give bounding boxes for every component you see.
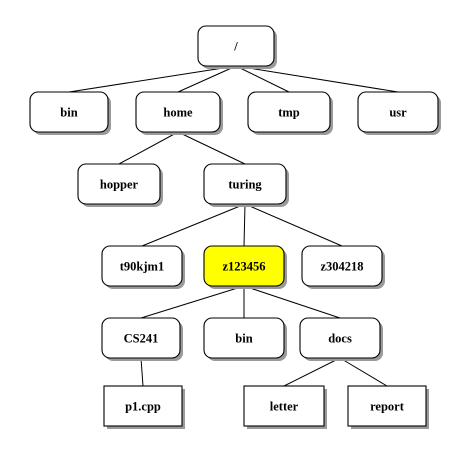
edge-z123456-to-docs — [243, 285, 341, 319]
node-box — [243, 385, 325, 427]
edge-turing-to-z123456 — [243, 203, 246, 247]
node-z304218: z304218 — [301, 245, 385, 289]
node-box — [357, 91, 439, 133]
node-letter: letter — [243, 385, 327, 429]
node-box — [301, 245, 383, 287]
node-t90kjm1: t90kjm1 — [101, 245, 185, 289]
node-hopper: hopper — [77, 163, 163, 207]
node-bin: bin — [29, 91, 111, 135]
node-box — [203, 163, 287, 205]
edge-z123456-to-cs241 — [140, 285, 245, 319]
node-box — [101, 245, 183, 287]
node-label: p1.cpp — [125, 400, 161, 414]
node-box — [101, 317, 181, 359]
node-box — [77, 163, 161, 205]
node-label: usr — [389, 106, 407, 120]
edge-turing-to-t90kjm1 — [141, 203, 246, 247]
tree-edges — [68, 65, 399, 387]
node-bin2: bin — [203, 317, 287, 361]
node-label: turing — [228, 178, 262, 192]
node-root: / — [197, 25, 277, 69]
edge-root-to-usr — [235, 65, 399, 93]
edge-home-to-hopper — [118, 131, 179, 165]
node-label: hopper — [100, 178, 139, 192]
tree-nodes: / bin home tmp usr hopper turing t90kjm1 z123456… — [29, 25, 441, 429]
node-label: bin — [60, 106, 77, 120]
node-label: z304218 — [320, 260, 363, 274]
edge-docs-to-report — [339, 357, 388, 387]
edge-root-to-tmp — [235, 65, 290, 93]
edge-docs-to-letter — [283, 357, 341, 387]
node-home: home — [135, 91, 223, 135]
node-label: tmp — [278, 106, 300, 120]
node-label: t90kjm1 — [120, 260, 164, 274]
node-tmp: tmp — [247, 91, 333, 135]
node-label: CS241 — [124, 332, 159, 346]
node-label: z123456 — [222, 260, 265, 274]
node-turing: turing — [203, 163, 289, 207]
node-label: report — [370, 400, 405, 414]
node-label: / — [233, 40, 238, 54]
node-box — [299, 317, 381, 359]
node-label: docs — [328, 332, 352, 346]
node-label: bin — [235, 332, 252, 346]
node-box — [135, 91, 221, 133]
node-label: home — [163, 106, 193, 120]
node-p1cpp: p1.cpp — [103, 385, 185, 429]
node-box — [29, 91, 109, 133]
edge-root-to-bin — [68, 65, 237, 93]
edge-turing-to-z304218 — [244, 203, 343, 247]
node-box-highlighted — [203, 245, 285, 287]
node-box — [203, 317, 285, 359]
node-box — [103, 385, 183, 427]
node-cs241: CS241 — [101, 317, 183, 361]
node-usr: usr — [357, 91, 441, 135]
node-docs: docs — [299, 317, 383, 361]
node-box — [247, 91, 331, 133]
edge-root-to-home — [177, 65, 237, 93]
edge-cs241-to-p1cpp — [140, 357, 144, 387]
node-report: report — [347, 385, 429, 429]
node-box — [347, 385, 427, 427]
edge-home-to-turing — [177, 131, 246, 165]
node-label: letter — [270, 400, 299, 414]
node-z123456: z123456 — [203, 245, 287, 289]
node-box — [197, 25, 275, 67]
